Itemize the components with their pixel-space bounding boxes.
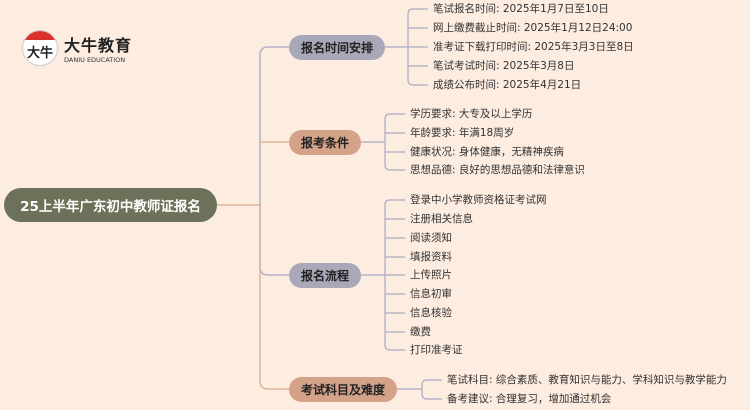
leaf-item: 阅读须知 bbox=[410, 232, 452, 244]
daniu-logo: 大牛 大牛教育 DANIU EDUCATION bbox=[22, 30, 132, 66]
leaf-item: 信息初审 bbox=[410, 288, 452, 300]
logo-subtitle: DANIU EDUCATION bbox=[64, 56, 126, 64]
leaf-item: 登录中小学教师资格证考试网 bbox=[410, 194, 547, 206]
leaf-item: 思想品德: 良好的思想品德和法律意识 bbox=[410, 164, 585, 176]
leaf-item: 缴费 bbox=[410, 326, 431, 338]
leaf-item: 学历要求: 大专及以上学历 bbox=[410, 108, 533, 120]
branch-process[interactable]: 报名流程 bbox=[289, 263, 361, 288]
branch-subjects[interactable]: 考试科目及难度 bbox=[289, 377, 397, 402]
leaf-item: 成绩公布时间: 2025年4月21日 bbox=[433, 79, 582, 91]
leaf-item: 打印准考证 bbox=[410, 344, 463, 356]
leaf-item: 准考证下载打印时间: 2025年3月3日至8日 bbox=[433, 41, 634, 53]
logo-mark: 大牛 bbox=[22, 30, 58, 66]
branch-registration-schedule[interactable]: 报名时间安排 bbox=[289, 35, 385, 60]
logo-name: 大牛教育 bbox=[64, 36, 133, 55]
leaf-item: 笔试考试时间: 2025年3月8日 bbox=[433, 60, 575, 72]
leaf-item: 注册相关信息 bbox=[410, 213, 473, 225]
root-node[interactable]: 25上半年广东初中教师证报名 bbox=[4, 188, 217, 222]
leaf-item: 填报资料 bbox=[410, 251, 452, 263]
leaf-item: 信息核验 bbox=[410, 307, 452, 319]
leaf-item: 上传照片 bbox=[410, 269, 452, 281]
leaf-item: 笔试报名时间: 2025年1月7日至10日 bbox=[433, 3, 609, 15]
leaf-item: 网上缴费截止时间: 2025年1月12日24:00 bbox=[433, 22, 633, 34]
leaf-item: 健康状况: 身体健康，无精神疾病 bbox=[410, 146, 564, 158]
leaf-item: 备考建议: 合理复习，增加通过机会 bbox=[447, 393, 612, 405]
leaf-item: 年龄要求: 年满18周岁 bbox=[410, 127, 515, 139]
branch-requirements[interactable]: 报考条件 bbox=[289, 130, 361, 155]
leaf-item: 笔试科目: 综合素质、教育知识与能力、学科知识与教学能力 bbox=[447, 374, 727, 386]
